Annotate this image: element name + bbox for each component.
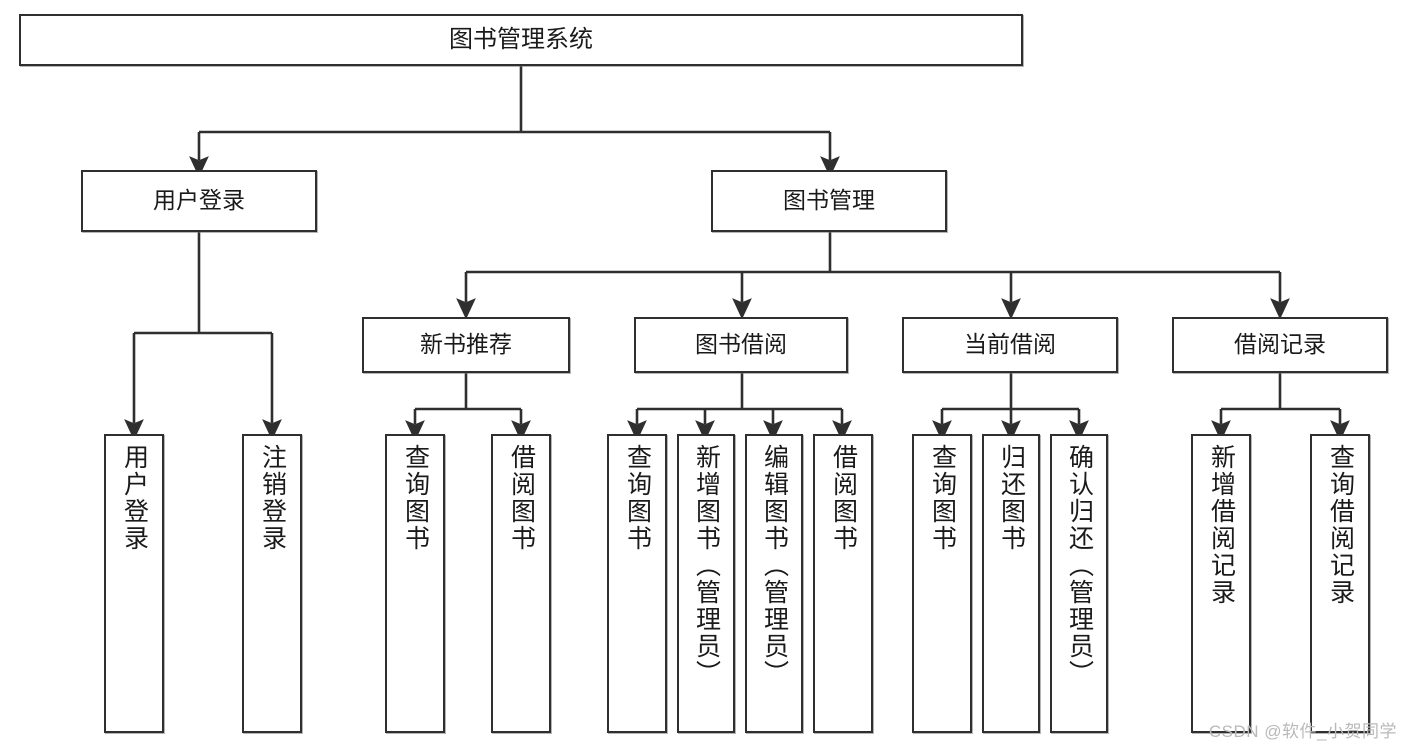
- node-label: 查询图书: [623, 444, 652, 552]
- node-label: 借阅图书: [829, 444, 858, 552]
- node-label: 确认归还（管理员）: [1065, 444, 1094, 687]
- node-label: 当前借阅: [964, 331, 1056, 358]
- node-label: 借阅记录: [1234, 331, 1326, 358]
- node-book-management[interactable]: 图书管理: [711, 170, 947, 232]
- node-label: 图书管理: [783, 187, 875, 214]
- leaf-query-book-borrow[interactable]: 查询图书: [607, 434, 667, 733]
- node-label: 新增图书（管理员）: [692, 444, 721, 687]
- leaf-edit-book-admin[interactable]: 编辑图书（管理员）: [745, 434, 803, 733]
- leaf-confirm-return-admin[interactable]: 确认归还（管理员）: [1050, 434, 1108, 733]
- leaf-borrow-book-recommend[interactable]: 借阅图书: [491, 434, 551, 733]
- node-root-system[interactable]: 图书管理系统: [19, 14, 1023, 66]
- leaf-add-book-admin[interactable]: 新增图书（管理员）: [677, 434, 735, 733]
- node-new-book-recommend[interactable]: 新书推荐: [362, 317, 570, 373]
- node-label: 图书管理系统: [449, 25, 593, 53]
- node-current-borrow[interactable]: 当前借阅: [902, 317, 1118, 373]
- node-label: 编辑图书（管理员）: [760, 444, 789, 687]
- node-label: 查询借阅记录: [1326, 444, 1355, 606]
- leaf-logout[interactable]: 注销登录: [242, 434, 302, 733]
- leaf-add-borrow-record[interactable]: 新增借阅记录: [1191, 434, 1251, 733]
- node-label: 注销登录: [258, 444, 287, 552]
- node-label: 归还图书: [997, 444, 1026, 552]
- node-borrow-records[interactable]: 借阅记录: [1172, 317, 1388, 373]
- csdn-watermark: CSDN @软件_小贺同学: [1208, 722, 1397, 741]
- node-label: 用户登录: [120, 444, 149, 552]
- leaf-borrow-book[interactable]: 借阅图书: [813, 434, 873, 733]
- node-label: 新增借阅记录: [1207, 444, 1236, 606]
- node-label: 查询图书: [928, 444, 957, 552]
- node-book-borrow[interactable]: 图书借阅: [634, 317, 848, 373]
- leaf-query-book-recommend[interactable]: 查询图书: [385, 434, 445, 733]
- node-label: 查询图书: [401, 444, 430, 552]
- leaf-user-login[interactable]: 用户登录: [104, 434, 164, 733]
- node-label: 图书借阅: [695, 331, 787, 358]
- leaf-query-book-current[interactable]: 查询图书: [912, 434, 972, 733]
- node-label: 用户登录: [153, 187, 245, 214]
- leaf-query-borrow-record[interactable]: 查询借阅记录: [1310, 434, 1370, 733]
- node-label: 新书推荐: [420, 331, 512, 358]
- node-label: 借阅图书: [507, 444, 536, 552]
- node-user-login[interactable]: 用户登录: [81, 170, 317, 232]
- leaf-return-book[interactable]: 归还图书: [982, 434, 1040, 733]
